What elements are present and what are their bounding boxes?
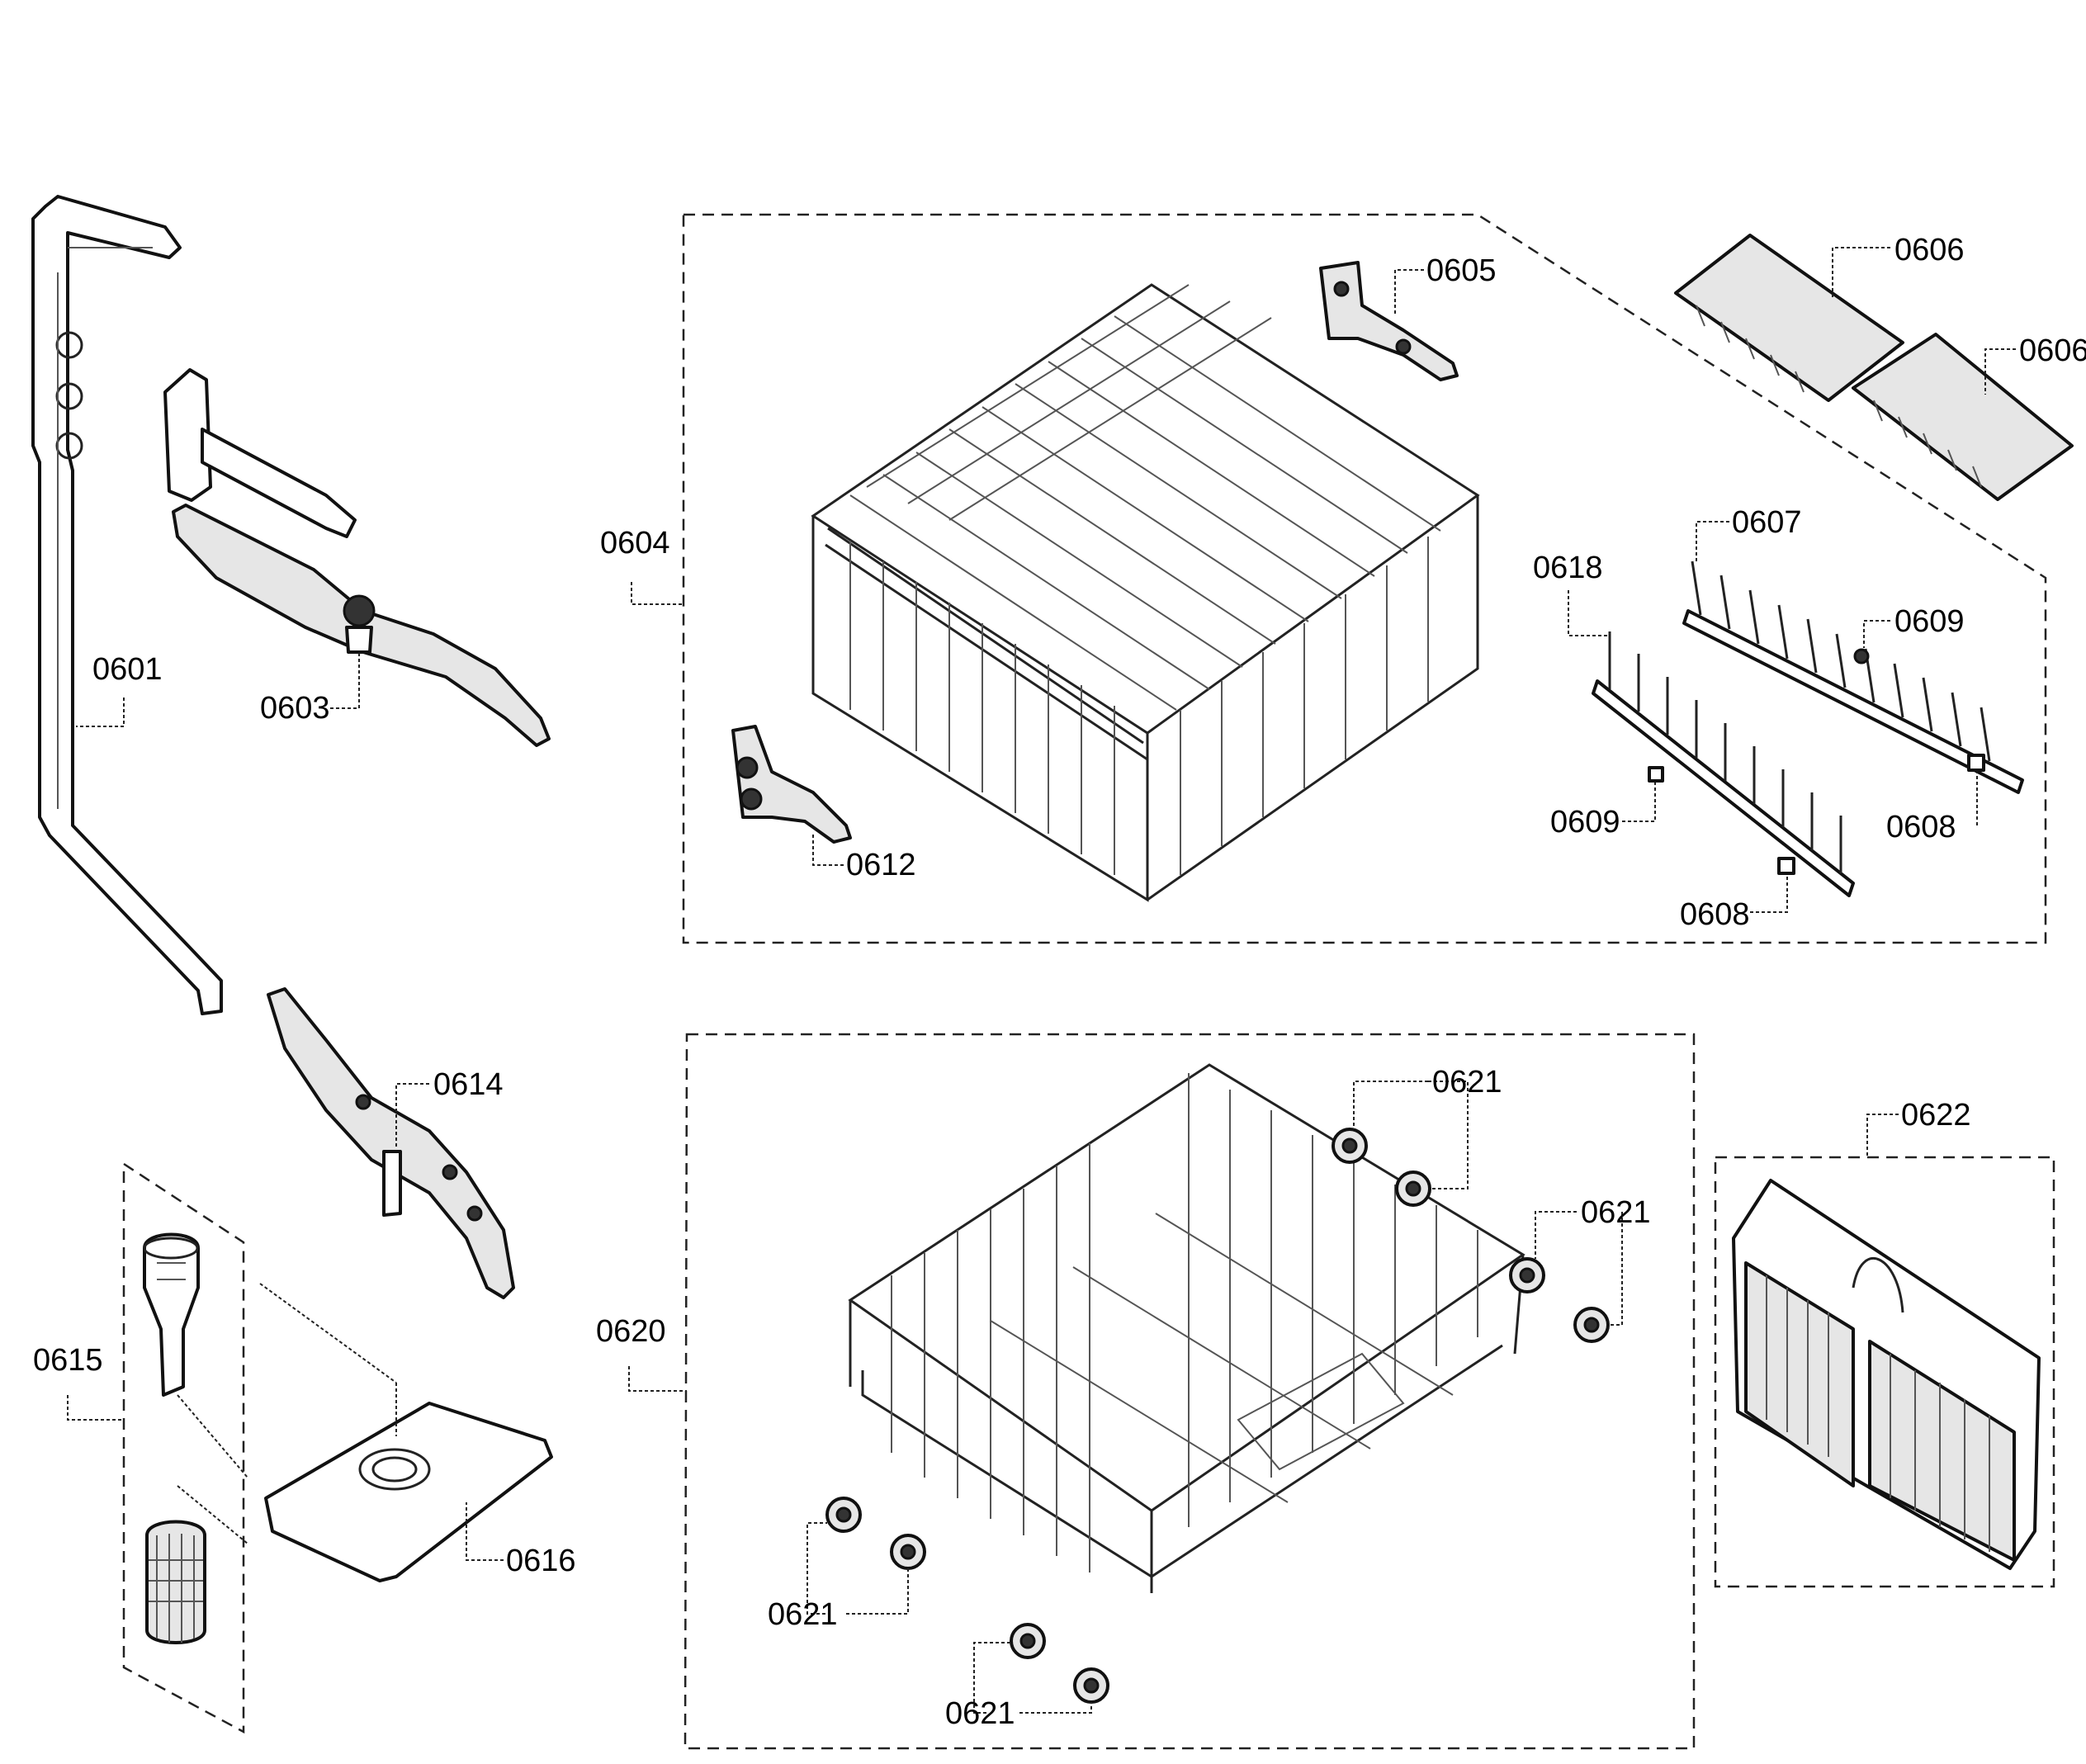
leader-0605: [1394, 269, 1424, 314]
clip-0608a-part: [1967, 754, 1985, 772]
leader-0621a: [1353, 1081, 1428, 1129]
label-0612: 0612: [846, 848, 916, 882]
rack-adjuster-right-part: [1319, 261, 1459, 381]
leader-0621a2: [1428, 1081, 1469, 1189]
lower-rack-group-outline: [684, 1033, 1696, 1750]
leader-0618: [1568, 590, 1610, 636]
cutlery-basket-part: [1732, 1179, 2041, 1570]
label-0621d: 0621: [945, 1696, 1015, 1731]
leader-0603: [330, 652, 360, 709]
rack-wheel-part: [825, 1128, 1610, 1704]
supply-pipe-part: [31, 195, 223, 1015]
label-0621a: 0621: [1432, 1065, 1502, 1100]
clip-0609b-part: [1648, 766, 1664, 783]
lower-rack-part: [848, 1063, 1525, 1593]
cutlery-basket-group-outline: [1714, 1156, 2055, 1588]
label-0616: 0616: [506, 1544, 576, 1578]
label-0620: 0620: [596, 1314, 666, 1349]
tine-row-0618-part: [1592, 631, 1855, 897]
label-0606a: 0606: [1894, 233, 1965, 267]
label-0606b: 0606: [2019, 333, 2086, 368]
leader-0609a: [1863, 620, 1890, 648]
leader-0606a: [1832, 247, 1890, 297]
leader-0621d2: [1019, 1702, 1092, 1714]
label-0607: 0607: [1732, 505, 1802, 540]
clip-0609a-part: [1853, 648, 1870, 664]
tine-row-0607-part: [1682, 560, 2024, 794]
label-0618: 0618: [1533, 551, 1603, 585]
cup-shelf-2-part: [1852, 333, 2074, 501]
leader-0621b2: [1610, 1212, 1623, 1326]
clip-0608b-part: [1777, 857, 1795, 875]
filter-cylinder-part: [143, 1232, 248, 1644]
upper-spray-arm-part: [163, 368, 551, 747]
leader-0607: [1696, 521, 1729, 561]
leader-0608b: [1750, 875, 1788, 913]
leader-0609b: [1622, 783, 1656, 822]
label-0604: 0604: [600, 526, 670, 560]
label-0601: 0601: [92, 652, 163, 687]
upper-rack-part: [811, 283, 1480, 902]
leader-0614: [395, 1083, 429, 1147]
lower-spray-arm-part: [267, 987, 515, 1299]
label-0609b: 0609: [1550, 805, 1620, 839]
leader-0606b: [1984, 348, 2016, 395]
rack-adjuster-left-part: [731, 725, 852, 844]
label-0621b: 0621: [1581, 1195, 1651, 1230]
label-0615: 0615: [33, 1343, 103, 1378]
label-0621c: 0621: [768, 1597, 838, 1632]
leader-0621c2: [846, 1568, 909, 1615]
leader-0621b: [1535, 1211, 1577, 1259]
leader-lines: [67, 247, 2016, 1714]
leader-0622: [1866, 1114, 1899, 1157]
leader-0604: [631, 582, 684, 605]
leader-0601: [76, 698, 125, 727]
leader-0615: [67, 1395, 124, 1421]
filter-group-outline: [122, 1161, 245, 1734]
cup-shelf-1-part: [1674, 234, 1904, 402]
label-0608a: 0608: [1886, 810, 1956, 844]
label-0603: 0603: [260, 691, 330, 726]
label-0622: 0622: [1901, 1098, 1971, 1133]
label-0614: 0614: [433, 1067, 504, 1102]
leader-0612: [812, 834, 844, 866]
label-0609a: 0609: [1894, 604, 1965, 639]
filter-plate-part: [259, 1283, 553, 1582]
leader-0616: [466, 1502, 504, 1561]
leader-0620: [628, 1366, 687, 1392]
label-0608b: 0608: [1680, 897, 1750, 932]
leader-0621d: [973, 1642, 1011, 1714]
leader-0621c: [806, 1522, 827, 1615]
label-0605: 0605: [1426, 253, 1497, 288]
